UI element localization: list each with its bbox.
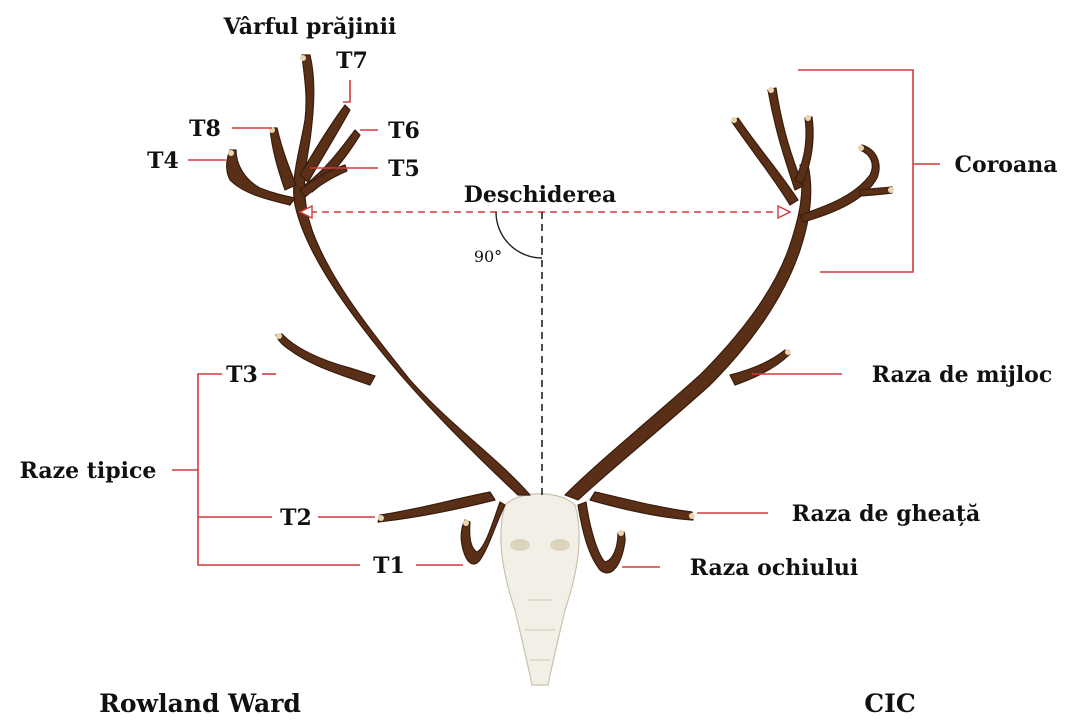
left-antler <box>227 55 530 564</box>
right-antler <box>565 87 894 573</box>
crown-bracket <box>798 70 913 272</box>
label-t4: T4 <box>147 148 179 174</box>
right-tine-brow <box>578 502 625 573</box>
right-crown-tine-4 <box>800 145 879 222</box>
label-t6: T6 <box>388 118 420 144</box>
label-spread: Deschiderea <box>464 182 616 208</box>
label-brow: Raza ochiului <box>690 555 859 581</box>
typical-bracket <box>198 374 360 565</box>
spread-arrow-right <box>778 206 790 218</box>
left-tine-t1 <box>461 502 505 564</box>
left-tine-t8 <box>270 128 296 190</box>
right-crown-tine-3 <box>795 117 813 184</box>
leader-t7 <box>343 80 350 102</box>
label-angle: 90° <box>474 247 502 266</box>
right-tine-bez <box>590 492 693 520</box>
label-bez: Raza de gheață <box>792 501 981 527</box>
label-t2: T2 <box>280 505 312 531</box>
right-angle-arc <box>496 212 542 258</box>
label-crown: Coroana <box>955 152 1058 178</box>
label-t7: T7 <box>336 48 368 74</box>
skull <box>501 494 579 685</box>
label-t8: T8 <box>189 116 221 142</box>
label-cic: CIC <box>864 689 916 718</box>
label-t1: T1 <box>373 553 405 579</box>
label-rowland-ward: Rowland Ward <box>99 689 301 718</box>
label-typical-points: Raze tipice <box>20 458 157 484</box>
leader-lines <box>172 70 940 567</box>
right-main-beam <box>565 165 811 500</box>
label-beam-tip: Vârful prăjinii <box>223 14 397 40</box>
label-t3: T3 <box>226 362 258 388</box>
label-trez: Raza de mijloc <box>872 362 1053 388</box>
right-tine-trez <box>730 350 790 385</box>
left-tine-t3 <box>276 334 375 385</box>
left-tine-t2 <box>378 492 495 522</box>
label-t5: T5 <box>388 156 420 182</box>
